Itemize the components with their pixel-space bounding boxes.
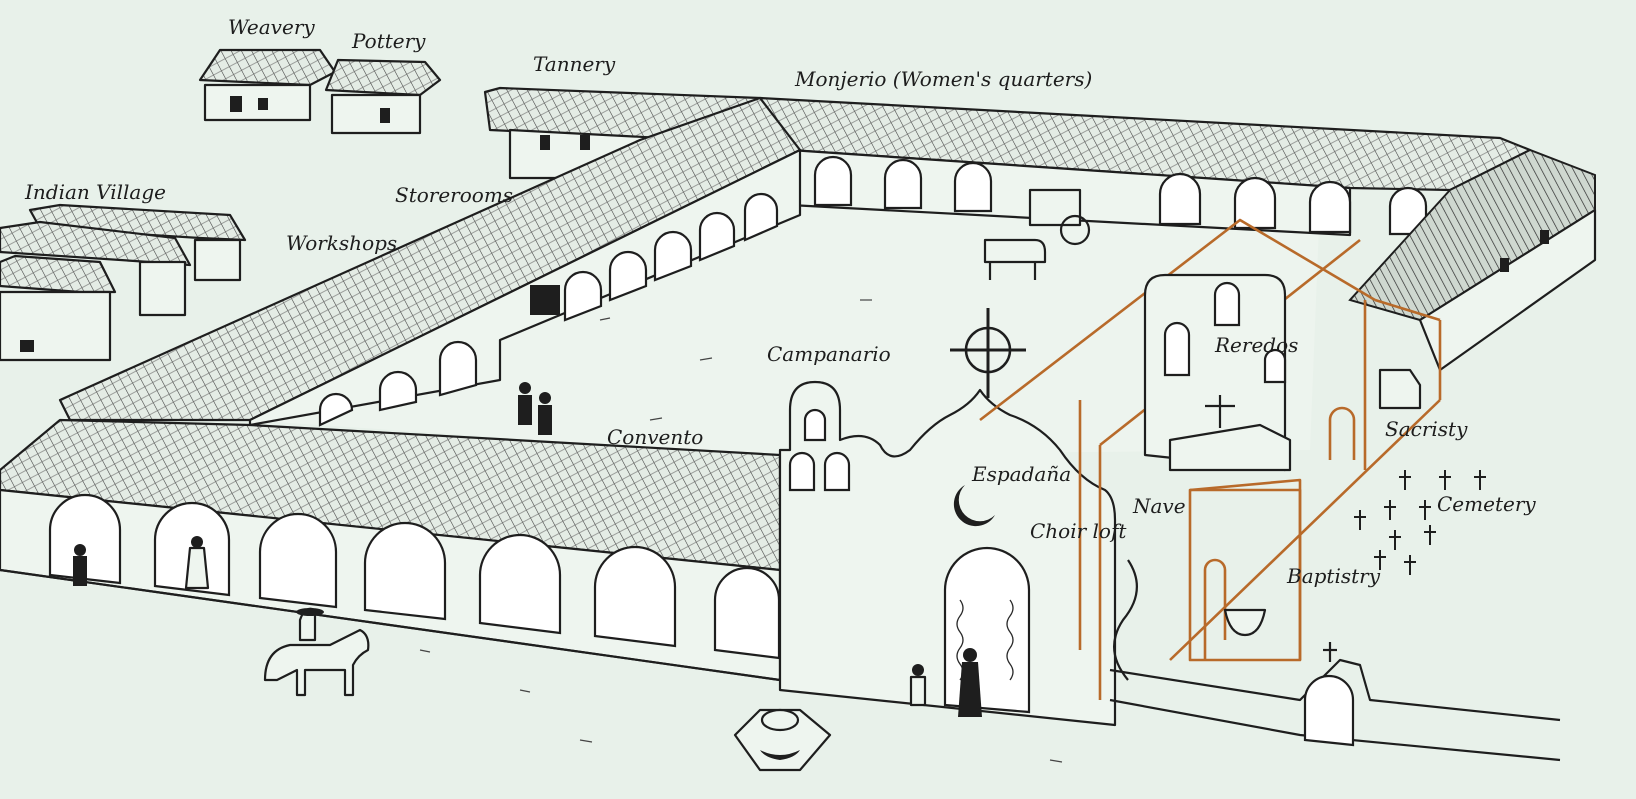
indian-village — [0, 203, 247, 362]
courtyard — [245, 200, 1320, 455]
label-monjerio: Monjerio (Women's quarters) — [795, 67, 1093, 91]
grave-cross-icon — [1354, 470, 1486, 575]
label-cemetery: Cemetery — [1437, 492, 1536, 516]
label-storerooms: Storerooms — [395, 183, 514, 207]
ox-cart-icon — [983, 188, 1091, 280]
bell-icon — [803, 408, 827, 442]
pottery-building — [324, 58, 442, 135]
west-wing — [58, 96, 802, 427]
ground-texture — [419, 299, 1063, 763]
baptismal-font — [1223, 608, 1267, 637]
fountain-icon — [733, 708, 832, 772]
cross-icon — [950, 308, 1026, 398]
east-wing — [1348, 148, 1597, 372]
convento-wing — [0, 418, 782, 682]
label-workshops: Workshops — [286, 231, 398, 255]
label-espadana: Espadaña — [972, 462, 1072, 486]
choir-loft-stair — [1113, 559, 1138, 681]
label-weavery: Weavery — [228, 15, 315, 39]
horse-rider-icon — [263, 607, 370, 697]
label-tannery: Tannery — [533, 52, 616, 76]
sacristy-building — [1378, 368, 1422, 410]
label-campanario: Campanario — [767, 342, 891, 366]
crescent-icon — [953, 485, 995, 527]
cemetery-wall — [1109, 642, 1561, 762]
label-choir-loft: Choir loft — [1030, 519, 1127, 543]
label-nave: Nave — [1133, 494, 1186, 518]
label-reredos: Reredos — [1215, 333, 1299, 357]
reredos — [1143, 273, 1292, 472]
label-convento: Convento — [607, 425, 704, 449]
label-indian-village: Indian Village — [25, 180, 166, 204]
label-baptistry: Baptistry — [1287, 564, 1381, 588]
figures — [73, 382, 982, 717]
label-pottery: Pottery — [352, 29, 426, 53]
church-cutaway — [979, 218, 1442, 700]
label-sacristy: Sacristy — [1385, 417, 1468, 441]
weavery-building — [198, 48, 337, 122]
